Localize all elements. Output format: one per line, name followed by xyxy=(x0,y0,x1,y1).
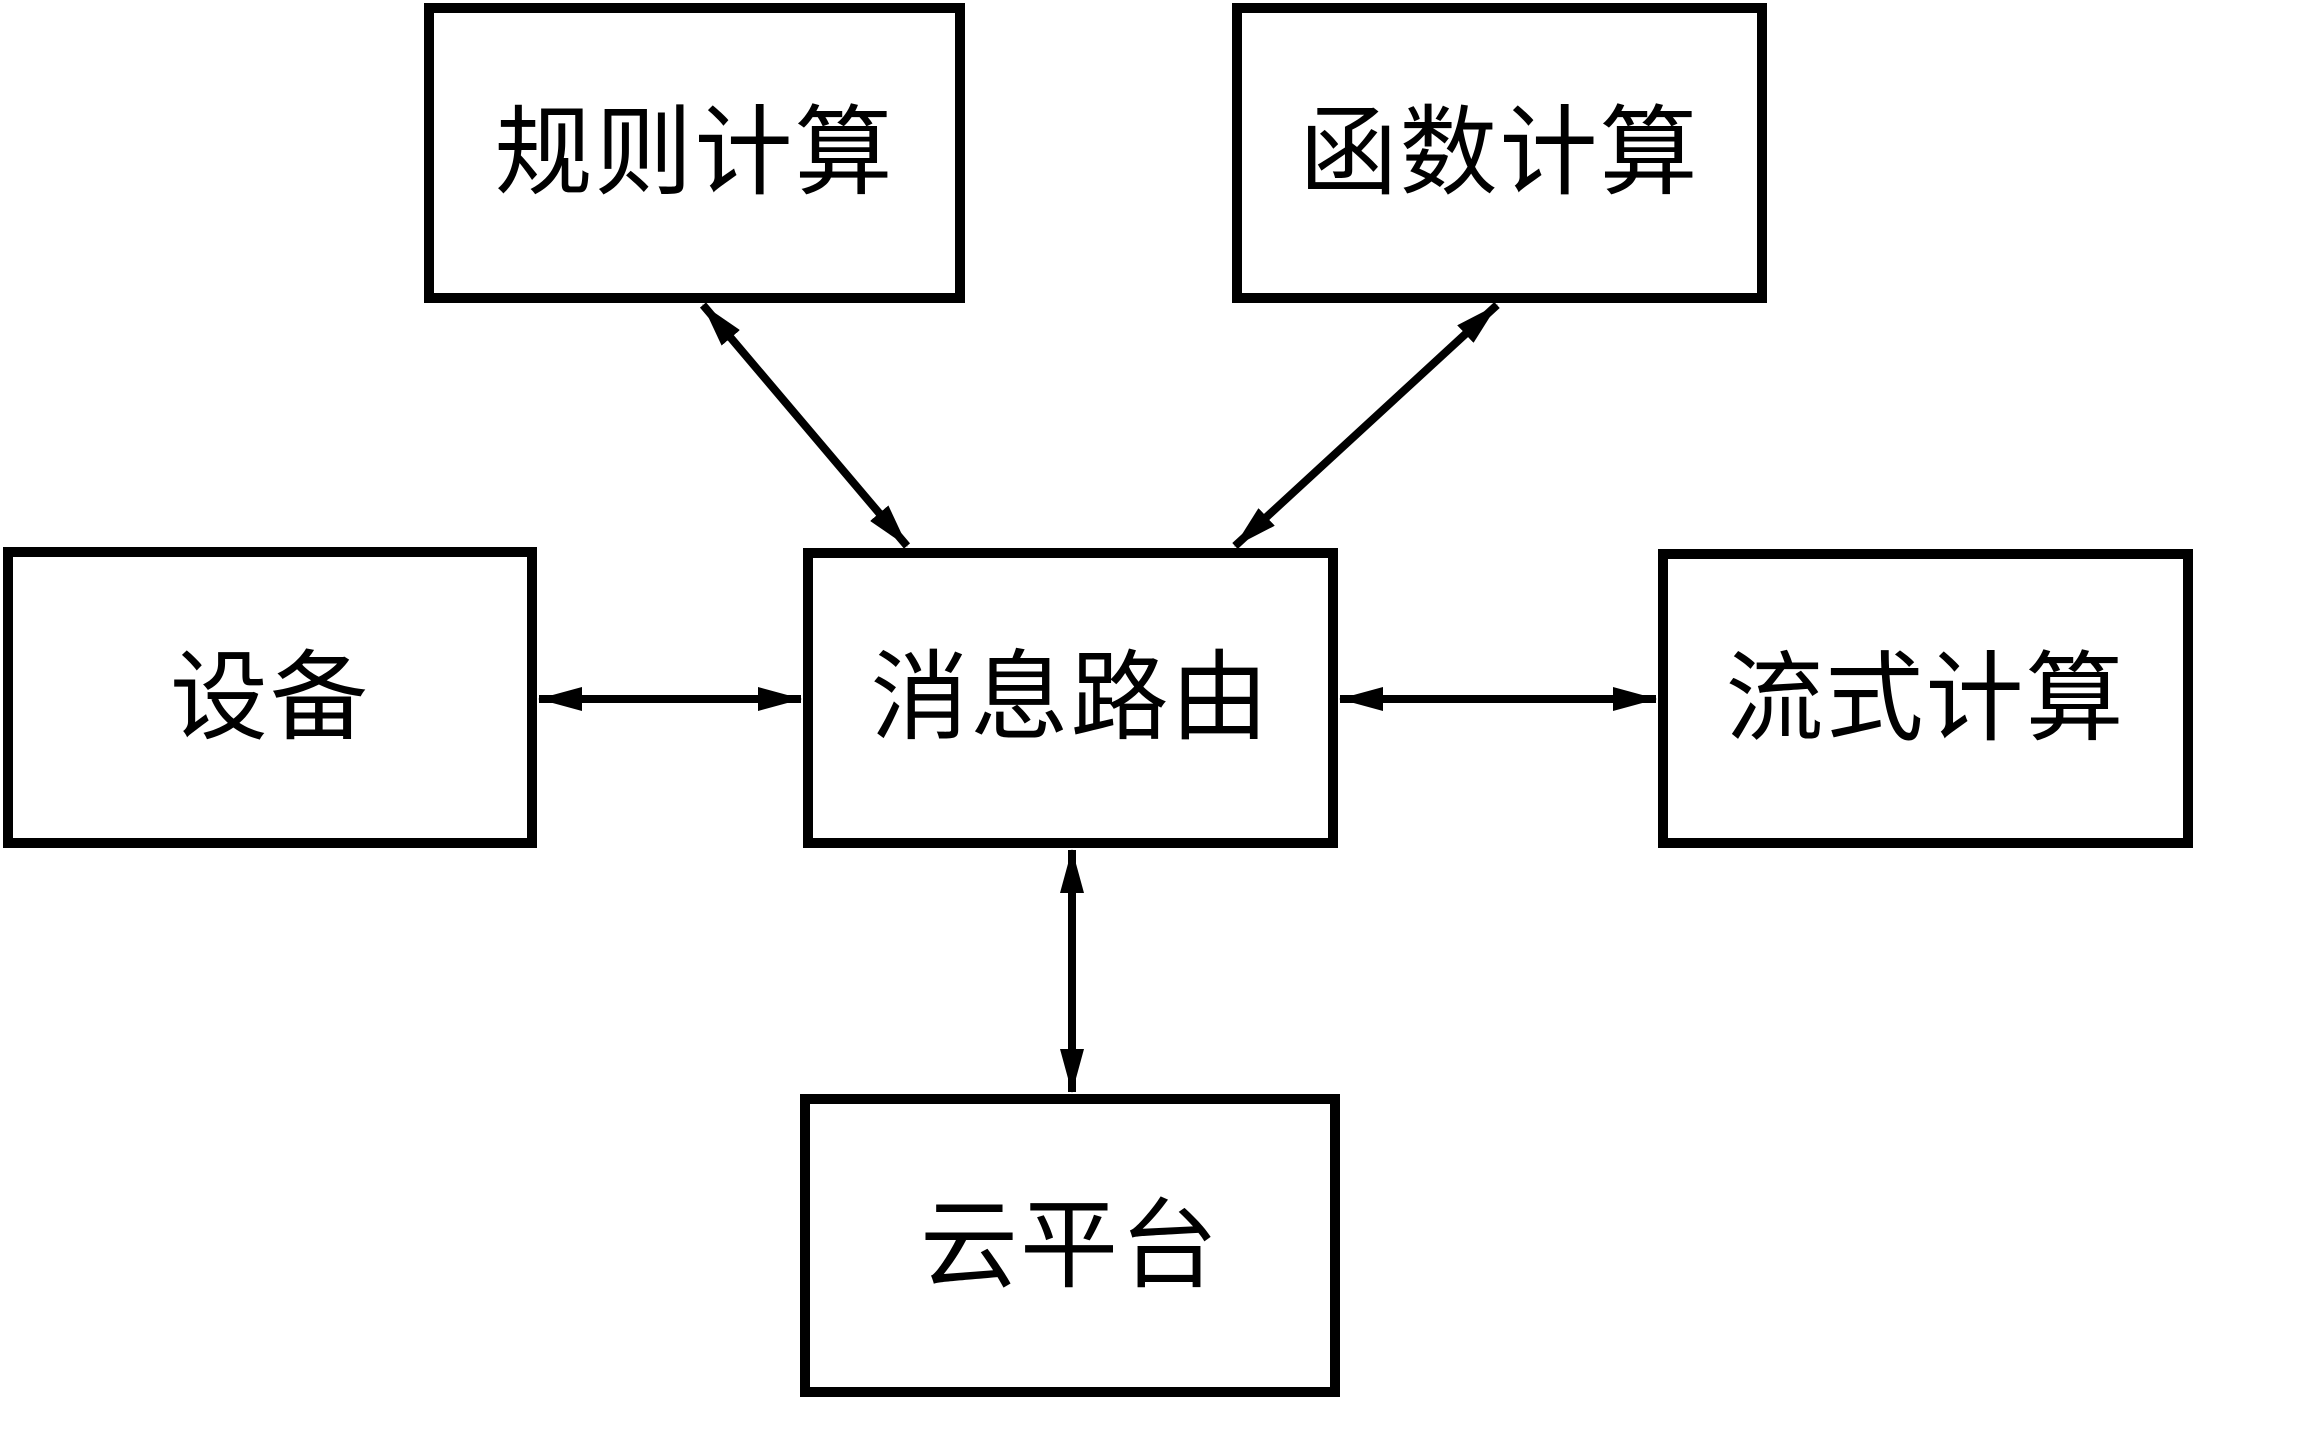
node-cloud-platform-label: 云平台 xyxy=(919,1188,1220,1303)
node-message-router-label: 消息路由 xyxy=(870,641,1271,755)
node-device: 设备 xyxy=(3,547,537,848)
node-stream-compute: 流式计算 xyxy=(1658,549,2193,848)
edge-router-rule-compute xyxy=(699,302,911,549)
node-cloud-platform: 云平台 xyxy=(800,1094,1340,1397)
node-rule-compute-label: 规则计算 xyxy=(494,96,895,210)
node-function-compute-label: 函数计算 xyxy=(1299,96,1700,210)
edge-router-function-compute xyxy=(1232,302,1500,549)
node-stream-compute-label: 流式计算 xyxy=(1725,641,2126,756)
node-message-router: 消息路由 xyxy=(803,548,1338,848)
node-function-compute: 函数计算 xyxy=(1232,3,1767,303)
node-device-label: 设备 xyxy=(169,640,370,755)
node-rule-compute: 规则计算 xyxy=(424,3,965,303)
